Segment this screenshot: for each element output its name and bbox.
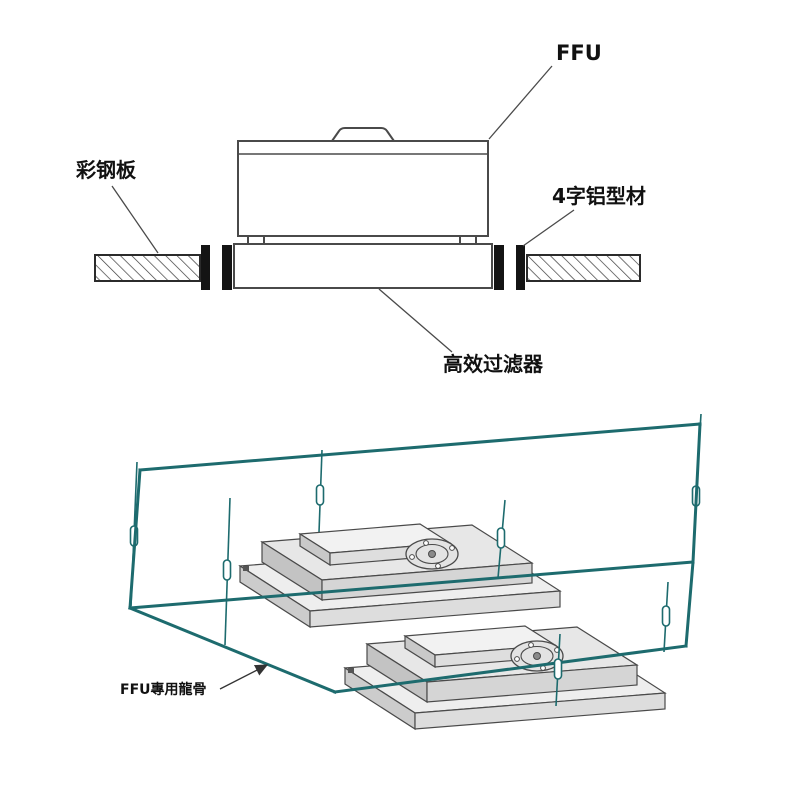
suspension-rods-front bbox=[496, 499, 671, 707]
keel-rail-front bbox=[333, 644, 688, 694]
aluminum-profile-left bbox=[201, 245, 232, 290]
unit-corner-clip bbox=[243, 566, 249, 571]
keel-rail-back bbox=[138, 422, 702, 472]
leader-line-hepa-filter bbox=[378, 288, 453, 353]
turnbuckle bbox=[661, 605, 671, 627]
label-ffu: FFU bbox=[556, 41, 602, 65]
label-hepa-filter: 高效过滤器 bbox=[443, 352, 544, 376]
turnbuckle bbox=[553, 658, 563, 680]
turnbuckle bbox=[315, 484, 325, 506]
ffu-housing bbox=[237, 127, 489, 245]
steel-panel-left bbox=[94, 254, 201, 282]
leader-arrow-keel bbox=[219, 664, 269, 690]
turnbuckle bbox=[496, 527, 506, 549]
keel-rail-step-edge bbox=[128, 606, 337, 694]
isometric-view: FFU專用龍骨 bbox=[120, 413, 702, 731]
aluminum-profile-right bbox=[494, 245, 525, 290]
ffu-unit-1 bbox=[238, 523, 562, 629]
keel-rail-middle bbox=[128, 560, 695, 610]
leader-line-aluminum-profile bbox=[522, 209, 575, 247]
ffu-foot-left bbox=[247, 235, 265, 245]
steel-panel-right bbox=[526, 254, 641, 282]
keel-rail-right-edge bbox=[684, 422, 702, 648]
ffu-handle bbox=[330, 127, 396, 142]
fan-icon bbox=[405, 538, 459, 570]
keel-rail-left-edge bbox=[128, 468, 142, 610]
keel-frame-front bbox=[128, 560, 695, 694]
unit-corner-clip bbox=[348, 668, 354, 673]
turnbuckle bbox=[222, 559, 232, 581]
leader-line-steel-panel bbox=[111, 185, 159, 254]
ffu-unit-2 bbox=[343, 625, 667, 731]
ffu-foot-right bbox=[459, 235, 477, 245]
label-steel-panel: 彩钢板 bbox=[75, 158, 137, 182]
leader-line-ffu bbox=[488, 65, 553, 140]
label-aluminum-profile: 4字铝型材 bbox=[552, 184, 646, 208]
hepa-filter-body bbox=[233, 243, 493, 289]
section-view: FFU 彩钢板 4字铝型材 高效过滤器 bbox=[75, 41, 646, 376]
label-keel: FFU專用龍骨 bbox=[120, 681, 207, 698]
